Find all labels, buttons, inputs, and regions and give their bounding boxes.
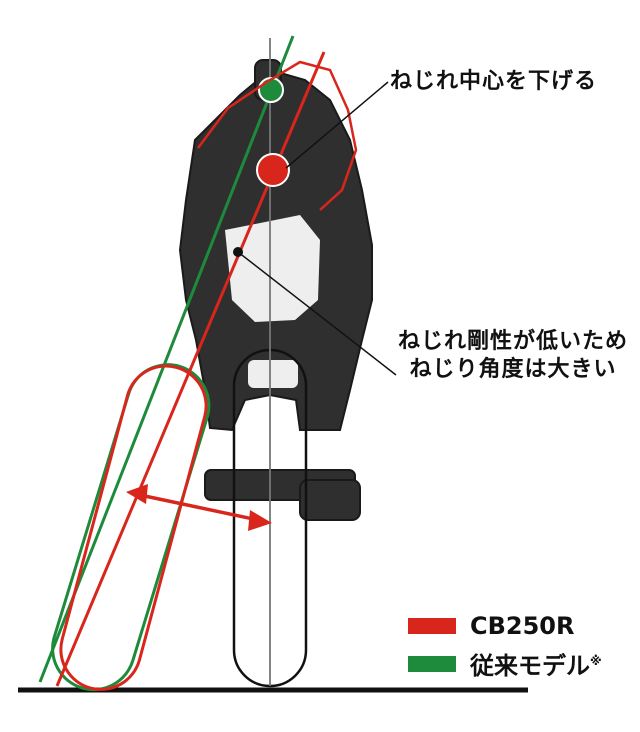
- legend-label-previous-model-text: 従来モデル: [470, 652, 590, 680]
- legend-label-cb250r: CB250R: [470, 612, 575, 640]
- leader-dot-mid: [233, 247, 243, 257]
- previous-model-twist: [51, 363, 211, 692]
- leader-line-top: [285, 81, 389, 169]
- callout-stiffness-line2: ねじり角度は大きい: [409, 356, 617, 382]
- legend-item-previous-model: 従来モデル※: [408, 646, 602, 681]
- cb250r-wheel: [59, 364, 208, 691]
- cb250r-twist-center: [256, 153, 290, 187]
- callout-stiffness: ねじれ剛性が低いため ねじり角度は大きい: [398, 328, 628, 383]
- callout-lowered-center: ねじれ中心を下げる: [390, 69, 598, 94]
- legend-item-cb250r: CB250R: [408, 612, 574, 640]
- cb250r-twist: [59, 364, 208, 691]
- callout-stiffness-line1: ねじれ剛性が低いため: [398, 329, 629, 354]
- legend-swatch-red: [408, 618, 456, 634]
- frame-openings: [225, 215, 320, 464]
- legend-swatch-green: [408, 655, 456, 672]
- twist-angle-arrow: [126, 484, 272, 531]
- legend-note-mark: ※: [590, 654, 602, 668]
- previous-model-twist-center: [258, 77, 284, 103]
- leader-line-mid: [237, 251, 397, 376]
- previous-model-axis: [38, 35, 295, 683]
- legend-label-previous-model: 従来モデル※: [470, 646, 602, 681]
- previous-model-wheel: [51, 363, 211, 692]
- cb250r-frame-outline: [197, 60, 358, 211]
